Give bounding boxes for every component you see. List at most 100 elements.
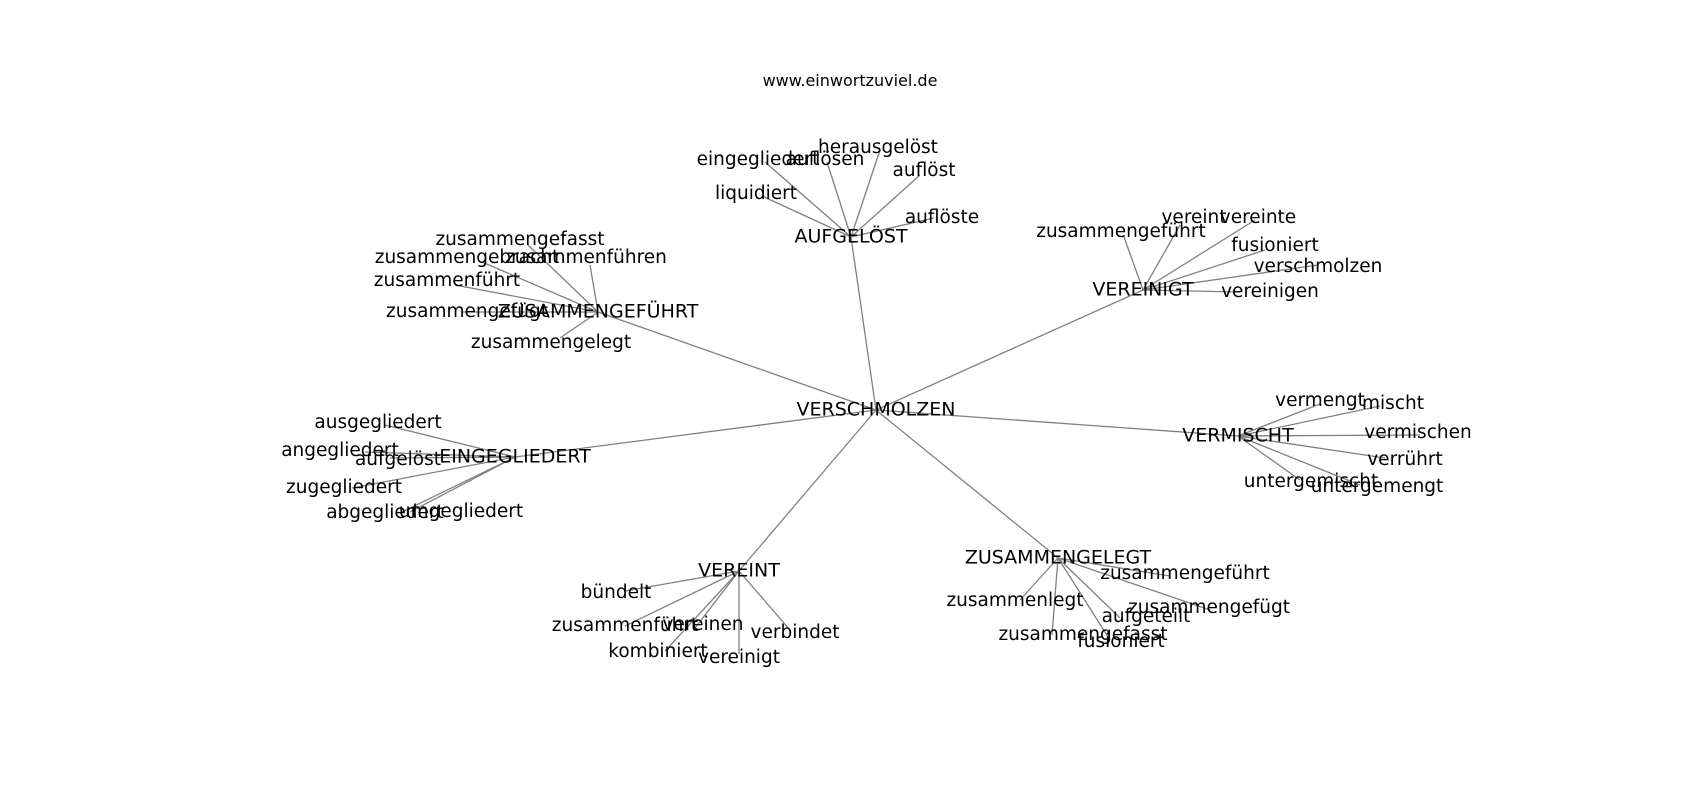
- edge-hub-to-leaf: [364, 451, 516, 458]
- edge-hub-to-leaf: [351, 456, 516, 489]
- leaf-node-label: eingegliedert: [697, 149, 820, 170]
- leaf-node-label: verbindet: [751, 622, 840, 643]
- edge-hub-to-leaf: [826, 161, 852, 238]
- leaf-node-label: auflösen: [786, 149, 865, 170]
- edge-hub-to-leaf: [1142, 264, 1319, 291]
- leaf-node-label: zusammenlegt: [946, 590, 1083, 611]
- leaf-node-label: abgegliedert: [326, 502, 444, 523]
- edge-hub-to-leaf: [1057, 557, 1171, 577]
- hub-node-label: EINGEGLIEDERT: [439, 446, 591, 468]
- edge-center-to-hub: [738, 409, 877, 572]
- leaf-node-label: auflöst: [893, 160, 956, 181]
- leaf-node-label: zusammengeführt: [1100, 563, 1270, 584]
- leaf-node-label: ausgegliedert: [314, 412, 441, 433]
- edge-hub-to-leaf: [764, 161, 852, 238]
- edge-hub-to-leaf: [389, 456, 516, 459]
- edge-hub-to-leaf: [589, 264, 599, 313]
- leaf-node-label: angegliedert: [281, 440, 399, 461]
- edge-hub-to-leaf: [481, 261, 599, 313]
- edge-center-to-hub: [875, 409, 1239, 437]
- hub-node-label: VERMISCHT: [1182, 425, 1294, 447]
- leaf-node-label: bündelt: [581, 582, 652, 603]
- hub-node-label: VEREINIGT: [1092, 279, 1194, 301]
- edge-hub-to-leaf: [850, 174, 921, 238]
- leaf-node-label: vermischen: [1364, 422, 1471, 443]
- hub-node-label: AUFGELÖST: [794, 225, 907, 248]
- leaf-node-label: fusioniert: [1231, 235, 1318, 256]
- leaf-node-label: zusammenführt: [552, 615, 698, 636]
- edge-hub-to-leaf: [1237, 435, 1386, 459]
- edge-hub-to-leaf: [850, 217, 935, 238]
- leaf-node-label: auflöste: [905, 207, 979, 228]
- edge-hub-to-leaf: [1142, 249, 1266, 291]
- edge-center-to-hub: [514, 409, 877, 458]
- leaf-node-label: kombiniert: [608, 641, 707, 662]
- leaf-node-label: zusammengefasst: [435, 229, 604, 250]
- edge-hub-to-leaf: [1142, 289, 1241, 293]
- leaf-node-label: zusammengefügt: [386, 301, 548, 322]
- edge-hub-to-leaf: [1142, 224, 1181, 291]
- leaf-node-label: vereinen: [663, 614, 744, 635]
- leaf-node-label: zusammengefasst: [998, 624, 1167, 645]
- leaf-node-label: vereint: [1161, 207, 1226, 228]
- leaf-node-label: vereinte: [1220, 207, 1296, 228]
- leaf-node-label: zusammengefügt: [1128, 597, 1290, 618]
- edge-hub-to-leaf: [454, 284, 599, 313]
- leaf-node-label: aufgeteilt: [1102, 606, 1191, 627]
- leaf-node-label: herausgelöst: [818, 137, 938, 158]
- labels-layer: VERSCHMOLZENAUFGELÖSTeingegliedertauflös…: [281, 137, 1472, 668]
- edge-center-to-hub: [597, 311, 877, 411]
- edge-center-to-hub: [875, 289, 1144, 411]
- leaf-node-label: vereinigen: [1221, 281, 1319, 302]
- leaf-node-label: vereinigt: [698, 647, 780, 668]
- leaf-node-label: untergemengt: [1311, 476, 1444, 497]
- edge-hub-to-leaf: [1123, 236, 1144, 291]
- leaf-node-label: mischt: [1362, 393, 1424, 414]
- leaf-node-label: untergemischt: [1244, 471, 1378, 492]
- leaf-node-label: umgegliedert: [399, 501, 523, 522]
- leaf-node-label: zusammenführen: [505, 247, 667, 268]
- leaf-node-label: aufgelöst: [355, 449, 441, 470]
- leaf-node-label: liquidiert: [715, 183, 797, 204]
- edge-hub-to-leaf: [850, 149, 881, 238]
- edge-hub-to-leaf: [694, 570, 740, 629]
- edge-hub-to-leaf: [1237, 403, 1321, 437]
- edge-hub-to-leaf: [384, 424, 516, 458]
- edge-hub-to-leaf: [664, 570, 740, 652]
- center-node-label: VERSCHMOLZEN: [797, 399, 956, 421]
- leaf-node-label: fusioniert: [1077, 631, 1164, 652]
- edge-hub-to-leaf: [1237, 435, 1361, 486]
- edge-center-to-hub: [875, 409, 1059, 559]
- edge-hub-to-leaf: [1237, 405, 1381, 437]
- edge-hub-to-leaf: [1019, 557, 1059, 601]
- edge-hub-to-leaf: [1057, 557, 1121, 619]
- leaf-node-label: verschmolzen: [1254, 256, 1383, 277]
- leaf-node-label: zusammengebracht: [375, 247, 560, 268]
- edge-hub-to-leaf: [409, 456, 516, 513]
- hub-node-label: ZUSAMMENGEFÜHRT: [498, 300, 699, 323]
- edges-layer: [351, 149, 1421, 654]
- edge-hub-to-leaf: [738, 570, 791, 631]
- hub-node-label: ZUSAMMENGELEGT: [965, 547, 1152, 569]
- edge-hub-to-leaf: [527, 244, 599, 313]
- hub-node-label: VEREINT: [698, 560, 780, 582]
- leaf-node-label: vermengt: [1275, 390, 1365, 411]
- leaf-node-label: zusammengeführt: [1036, 221, 1206, 242]
- leaf-node-label: zusammenführt: [374, 270, 520, 291]
- edge-hub-to-leaf: [624, 570, 740, 627]
- edge-hub-to-leaf: [1057, 557, 1211, 611]
- edge-hub-to-leaf: [624, 570, 740, 592]
- edge-hub-to-leaf: [1237, 435, 1301, 481]
- leaf-node-label: zugegliedert: [286, 477, 402, 498]
- leaf-node-label: verrührt: [1367, 449, 1443, 470]
- site-title: www.einwortzuviel.de: [762, 71, 938, 90]
- leaf-node-label: zusammengelegt: [471, 332, 631, 353]
- edge-hub-to-leaf: [559, 311, 599, 339]
- edge-hub-to-leaf: [1142, 219, 1256, 291]
- edge-hub-to-leaf: [1057, 557, 1111, 641]
- edge-center-to-hub: [850, 236, 877, 411]
- edge-hub-to-leaf: [1051, 557, 1059, 636]
- edge-hub-to-leaf: [761, 195, 852, 238]
- edge-hub-to-leaf: [1237, 434, 1421, 437]
